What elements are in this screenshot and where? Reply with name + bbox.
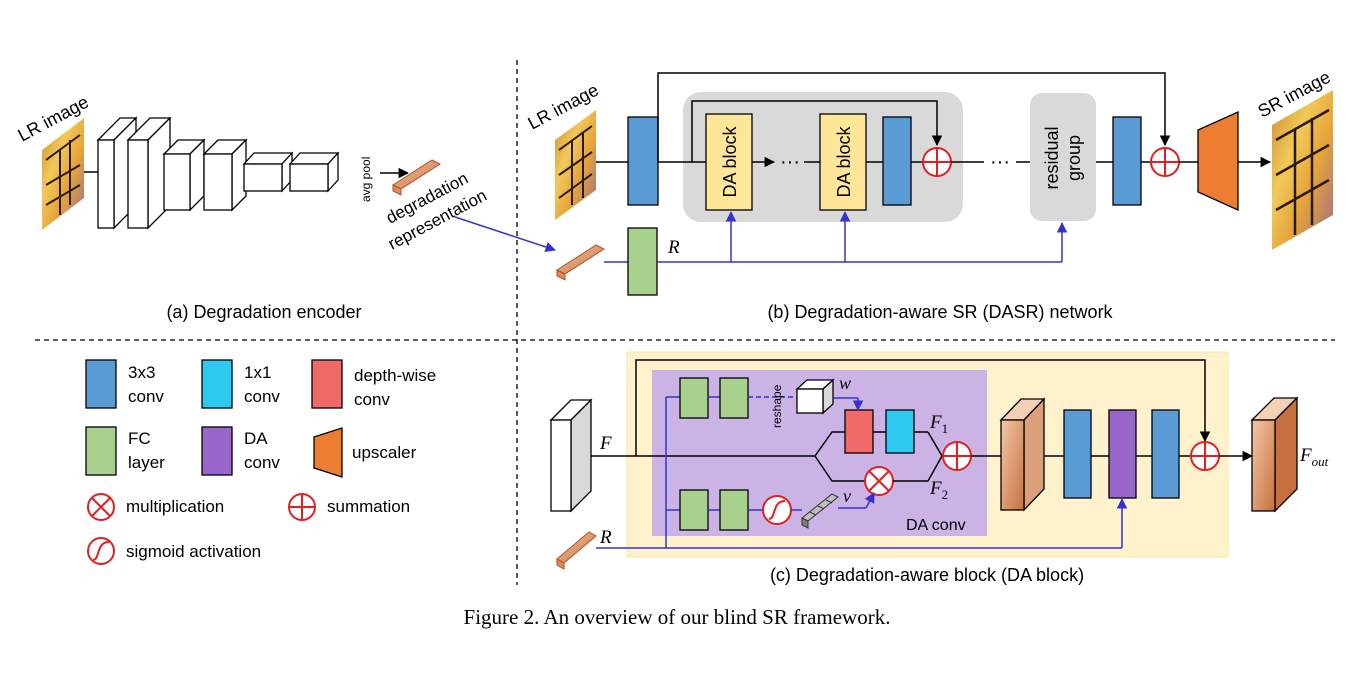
sigmoid-icon bbox=[87, 537, 115, 565]
multiply-icon bbox=[864, 466, 894, 496]
long-skip-connection bbox=[657, 72, 1171, 162]
da-block-2-label: DA block bbox=[834, 125, 854, 197]
dots-2: ··· bbox=[990, 151, 1010, 173]
legend-multiplication-label: multiplication bbox=[126, 497, 224, 516]
legend: 3x3 conv 1x1 conv depth-wise conv FC lay… bbox=[85, 359, 436, 565]
depthwise-conv-block bbox=[844, 409, 874, 454]
legend-conv3x3-line1: 3x3 bbox=[128, 363, 155, 382]
fc-layer-block bbox=[719, 489, 749, 531]
da-conv-label: DA conv bbox=[906, 517, 966, 534]
r-label-b: R bbox=[667, 237, 680, 258]
legend-daconv-swatch bbox=[201, 426, 233, 476]
legend-upscaler-label: upscaler bbox=[352, 443, 417, 462]
dots-1: ··· bbox=[780, 151, 800, 173]
residual-group-label-line2: group bbox=[1064, 135, 1084, 181]
encoder-conv-block bbox=[202, 138, 248, 212]
degradation-connector bbox=[454, 216, 556, 253]
output-feature-cube bbox=[1250, 396, 1299, 513]
legend-fc-line2: layer bbox=[128, 453, 165, 472]
sigmoid-icon bbox=[762, 495, 792, 525]
panel-a-degradation-encoder: LR image bbox=[14, 92, 489, 322]
encoder-conv-block bbox=[162, 138, 206, 212]
kernel-w-cube bbox=[795, 378, 835, 415]
sum-icon bbox=[922, 147, 952, 177]
da-conv-block bbox=[1108, 409, 1137, 499]
panel-a-caption: (a) Degradation encoder bbox=[166, 302, 361, 322]
f-label: F bbox=[599, 433, 612, 454]
figure-caption: Figure 2. An overview of our blind SR fr… bbox=[464, 605, 891, 629]
butterfly-image-icon bbox=[42, 118, 84, 230]
multiply-icon bbox=[87, 493, 115, 521]
legend-upscaler-swatch bbox=[313, 427, 343, 478]
v-vector-icon bbox=[801, 493, 839, 529]
encoder-conv-block bbox=[242, 151, 294, 193]
conv3x3-block bbox=[882, 116, 912, 206]
conv3x3-block bbox=[1151, 409, 1180, 499]
f1-label: F1 bbox=[929, 412, 948, 436]
sum-icon bbox=[1150, 147, 1180, 177]
sum-icon bbox=[1190, 441, 1220, 471]
legend-depthwise-line1: depth-wise bbox=[354, 366, 436, 385]
legend-fc-line1: FC bbox=[128, 429, 151, 448]
fout-label: Fout bbox=[1299, 445, 1329, 469]
butterfly-image-icon bbox=[1272, 90, 1333, 250]
input-feature-cube bbox=[549, 398, 593, 513]
legend-conv1x1-line2: conv bbox=[244, 387, 280, 406]
legend-conv3x3-line2: conv bbox=[128, 387, 164, 406]
v-label: v bbox=[843, 486, 851, 506]
degradation-vector-icon bbox=[556, 531, 597, 570]
w-label: w bbox=[839, 373, 851, 393]
butterfly-image-icon bbox=[555, 110, 596, 220]
conv1x1-block bbox=[885, 409, 915, 454]
legend-conv3x3-swatch bbox=[85, 359, 117, 409]
panel-b-dasr-network: LR image DA block ··· DA block ··· bbox=[524, 67, 1333, 322]
panel-c-caption: (c) Degradation-aware block (DA block) bbox=[770, 565, 1084, 585]
f2-label: F2 bbox=[929, 478, 948, 502]
conv3x3-block bbox=[627, 116, 659, 206]
panel-b-caption: (b) Degradation-aware SR (DASR) network bbox=[767, 302, 1113, 322]
r-label-c: R bbox=[599, 527, 612, 548]
legend-daconv-line1: DA bbox=[244, 429, 268, 448]
upscaler-block bbox=[1197, 110, 1239, 212]
degradation-vector-icon bbox=[391, 159, 442, 196]
legend-conv1x1-line1: 1x1 bbox=[244, 363, 271, 382]
degradation-vector-icon bbox=[555, 244, 606, 281]
panel-c-da-block: F F1 F2 bbox=[549, 351, 1329, 585]
avg-pool-label: avg pool bbox=[359, 157, 373, 202]
encoder-conv-block bbox=[288, 151, 340, 193]
da-block-2 bbox=[819, 113, 867, 211]
legend-daconv-line2: conv bbox=[244, 453, 280, 472]
residual-group-label-line1: residual bbox=[1042, 126, 1062, 189]
conv3x3-block bbox=[1112, 116, 1142, 206]
group-skip-connection bbox=[691, 100, 943, 162]
da-block-1 bbox=[705, 113, 753, 211]
fc-layer-block bbox=[719, 377, 749, 419]
da-block-1-label: DA block bbox=[720, 125, 740, 197]
fc-layer-block bbox=[679, 489, 709, 531]
legend-summation-label: summation bbox=[327, 497, 410, 516]
legend-depthwise-swatch bbox=[311, 359, 343, 409]
intermediate-feature-cube bbox=[999, 397, 1046, 512]
legend-conv1x1-swatch bbox=[201, 359, 233, 409]
residual-group-block bbox=[1030, 93, 1096, 221]
reshape-label: reshape bbox=[770, 384, 784, 428]
legend-depthwise-line2: conv bbox=[354, 390, 390, 409]
fc-layer-block bbox=[679, 377, 709, 419]
fc-layer-block bbox=[627, 227, 658, 296]
sum-icon bbox=[942, 441, 972, 471]
conv3x3-block bbox=[1063, 409, 1092, 499]
block-skip-connection bbox=[635, 359, 1211, 456]
legend-fc-swatch bbox=[85, 426, 117, 476]
legend-sigmoid-label: sigmoid activation bbox=[126, 542, 261, 561]
sum-icon bbox=[288, 493, 316, 521]
